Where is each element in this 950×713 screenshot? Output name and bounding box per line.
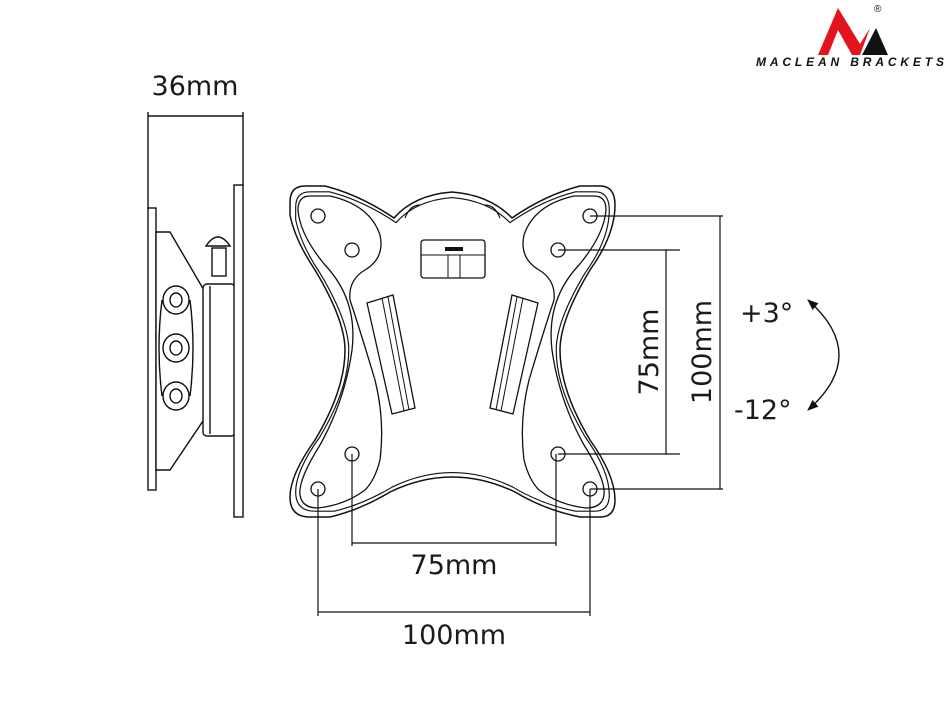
mount-hole (344, 242, 360, 258)
tilt-up-label: +3° (740, 298, 793, 329)
brand-name: MACLEAN BRACKETS (756, 55, 944, 69)
side-view (147, 112, 244, 518)
dimension-lines (317, 215, 723, 616)
tilt-down-label: -12° (734, 395, 792, 426)
mount-hole (310, 208, 326, 224)
vertical-75mm-label: 75mm (634, 309, 665, 396)
tilt-arrow-icon (807, 299, 840, 411)
depth-label: 36mm (152, 71, 239, 102)
vertical-100mm-label: 100mm (687, 300, 718, 404)
registered-mark: ® (874, 4, 882, 15)
front-plate (289, 185, 616, 518)
horizontal-75mm-label: 75mm (411, 550, 498, 581)
brand-logo: ® MACLEAN BRACKETS (756, 4, 944, 69)
horizontal-100mm-label: 100mm (402, 620, 506, 651)
